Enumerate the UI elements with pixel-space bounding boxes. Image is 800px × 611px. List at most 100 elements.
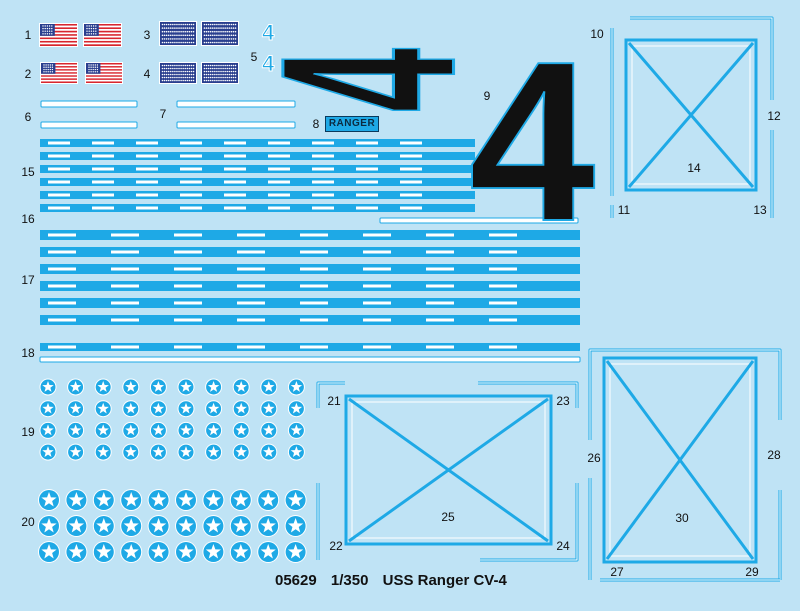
frame-decals [316,16,782,582]
roundel-19-2-8 [260,421,278,439]
decal-number-16: 16 [21,212,35,226]
decal-number-25: 25 [441,510,455,524]
roundel-19-0-9 [287,378,305,396]
roundel-19-1-1 [67,400,85,418]
roundel-20-0-8 [257,489,280,511]
stripe-17-3 [40,281,580,291]
roundel-19-2-3 [122,421,140,439]
decal-number-2: 2 [24,67,32,81]
stripe-18b [39,356,581,363]
roundel-19-0-3 [122,378,140,396]
decal-number-19: 19 [21,425,35,439]
roundel-20-2-6 [202,541,225,563]
union-jack-4b [201,62,239,84]
stripe-6b [40,121,138,129]
flag-1a [39,23,78,47]
roundel-20-1-7 [229,515,252,537]
roundel-19-3-7 [232,443,250,461]
roundel-19-2-2 [94,421,112,439]
flag-1b [83,23,122,47]
roundel-19-0-8 [260,378,278,396]
decal-number-17: 17 [21,273,35,287]
roundel-19-3-6 [205,443,223,461]
roundel-20-1-3 [120,515,143,537]
stripe-17-1 [40,247,580,257]
roundel-19-3-0 [39,443,57,461]
sheet-footer: 05629 1/350 USS Ranger CV-4 [275,572,517,589]
decal-number-3: 3 [143,28,151,42]
roundel-20-2-9 [284,541,307,563]
roundel-19-0-7 [232,378,250,396]
hull-number-large: 4 [469,15,596,269]
stripe-16a [40,204,475,212]
roundel-19-1-8 [260,400,278,418]
stripe-15-4 [40,191,475,199]
roundel-20-1-1 [65,515,88,537]
roundel-19-0-2 [94,378,112,396]
flag-decals [39,21,239,84]
roundel-19-0-4 [149,378,167,396]
ranger-name-decal: RANGER [325,116,379,132]
decal-number-1: 1 [24,28,32,42]
roundel-19-0-5 [177,378,195,396]
decal-number-12: 12 [767,109,781,123]
roundel-20-0-5 [175,489,197,511]
decal-number-23: 23 [556,394,570,408]
hull-number-9: 4 [229,48,506,112]
decal-number-8: 8 [312,117,320,131]
kit-scale: 1/350 [330,572,369,589]
roundel-20-2-2 [92,541,115,563]
roundel-19-3-9 [287,443,305,461]
roundel-19-0-0 [39,378,57,396]
roundel-19-2-7 [232,421,250,439]
roundel-19-1-9 [287,400,305,418]
ship-name: USS Ranger CV-4 [382,572,507,589]
decal-number-21: 21 [327,394,341,408]
frame-25 [344,394,553,546]
roundel-20-2-1 [65,541,88,563]
decal-number-18: 18 [21,346,35,360]
decal-number-30: 30 [675,511,689,525]
decal-number-22: 22 [329,539,343,553]
frame-30 [602,356,758,564]
roundel-20-0-4 [147,489,170,511]
roundel-19-3-4 [149,443,167,461]
kit-number: 05629 [275,572,317,589]
decal-number-27: 27 [610,565,624,579]
frame-14 [624,38,758,192]
stripe-15-3 [40,178,475,186]
roundel-19-1-0 [39,400,57,418]
roundel-20-0-2 [92,489,115,511]
decal-number-11: 11 [617,203,631,217]
roundel-19-1-4 [149,400,167,418]
roundel-20-1-8 [257,515,280,537]
stripe-15-0 [40,139,475,147]
union-jack-4a [159,62,197,84]
flag-2b [85,62,123,84]
small-hull-number-5b: 4 [261,51,275,76]
decal-number-6: 6 [24,110,32,124]
stripe-17-0 [40,230,580,240]
decal-number-5: 5 [250,50,258,64]
roundel-19-2-1 [67,421,85,439]
small-hull-number-5a: 4 [261,20,275,45]
roundel-19-1-5 [177,400,195,418]
roundel-20-0-0 [38,489,60,511]
stripe-17-4 [40,298,580,308]
union-jack-3a [159,21,197,46]
roundel-20-1-6 [202,515,225,537]
stripe-6a [40,100,138,108]
stripe-15-1 [40,152,475,160]
decal-number-24: 24 [556,539,570,553]
decal-number-13: 13 [753,203,767,217]
roundel-20-1-0 [38,515,60,537]
roundel-20-0-7 [229,489,252,511]
stripe-18a [40,343,580,351]
stripe-17-5 [40,315,580,325]
roundel-19-3-1 [67,443,85,461]
roundel-20-1-2 [92,515,115,537]
decal-number-20: 20 [21,515,35,529]
roundel-19-1-6 [205,400,223,418]
union-jack-3b [201,21,239,46]
